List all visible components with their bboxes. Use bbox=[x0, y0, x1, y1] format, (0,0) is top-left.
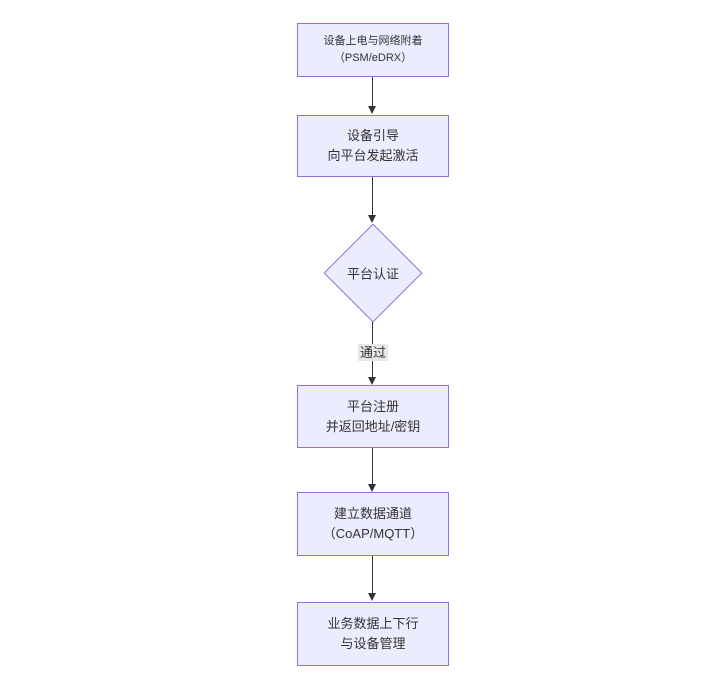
arrowhead-icon bbox=[368, 377, 376, 385]
node-text-line: 向平台发起激活 bbox=[327, 148, 419, 163]
node-text-line: （CoAP/MQTT） bbox=[322, 526, 424, 541]
node-text-line: 并返回地址/密钥 bbox=[325, 418, 421, 434]
edge-label-pass: 通过 bbox=[357, 344, 389, 361]
node-text-line: 与设备管理 bbox=[340, 636, 406, 651]
node-text-line: 设备引导 bbox=[346, 128, 399, 143]
flow-node-business-data-management: 业务数据上下行 与设备管理 bbox=[297, 602, 449, 666]
node-text-line: 平台注册 bbox=[346, 398, 399, 414]
node-text-line: （PSM/eDRX） bbox=[333, 52, 413, 64]
arrowhead-icon bbox=[368, 484, 376, 492]
arrowhead-icon bbox=[368, 106, 376, 114]
arrowhead-icon bbox=[368, 593, 376, 601]
edge-line bbox=[372, 448, 373, 485]
arrowhead-icon bbox=[368, 215, 376, 223]
edge-line bbox=[372, 77, 373, 107]
flow-node-device-bootstrap: 设备引导 向平台发起激活 bbox=[297, 115, 449, 177]
node-text-line: 建立数据通道 bbox=[333, 506, 412, 521]
edge-line bbox=[372, 556, 373, 594]
edge-line bbox=[372, 177, 373, 216]
flow-node-platform-auth-label: 平台认证 bbox=[346, 266, 400, 282]
flow-node-data-channel: 建立数据通道 （CoAP/MQTT） bbox=[297, 492, 449, 556]
flow-node-power-network-attach: 设备上电与网络附着 （PSM/eDRX） bbox=[297, 23, 449, 77]
node-text-line: 设备上电与网络附着 bbox=[323, 35, 423, 47]
node-text-line: 业务数据上下行 bbox=[327, 616, 419, 631]
flow-node-platform-register: 平台注册 并返回地址/密钥 bbox=[297, 385, 449, 448]
